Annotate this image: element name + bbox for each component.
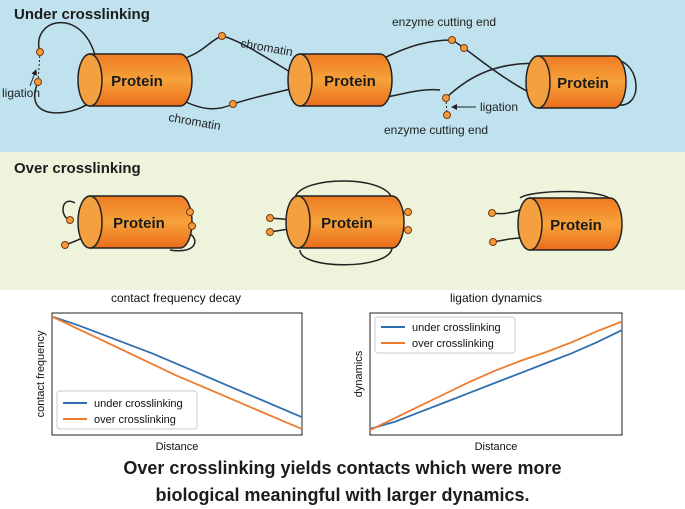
protein-label: Protein <box>550 217 602 234</box>
series-line-under <box>369 329 623 430</box>
protein-cylinder-over-2: Protein <box>285 195 405 249</box>
chromatin-end-beads <box>34 32 468 119</box>
x-axis-label: Distance <box>475 441 518 453</box>
series-line-over <box>51 315 303 430</box>
chromatin-label-bottom: chromatin <box>167 110 221 133</box>
protein-cylinder-2: Protein <box>287 53 393 107</box>
series-line-over <box>369 320 623 431</box>
enzyme-cutting-end-bottom: enzyme cutting end <box>384 123 488 137</box>
contact-frequency-chart: contact frequency decay Distance contact… <box>35 291 303 453</box>
y-axis-label: contact frequency <box>35 330 47 417</box>
ligation-label-right: ligation <box>480 100 518 114</box>
x-axis-label: Distance <box>156 441 199 453</box>
enzyme-cutting-end-top: enzyme cutting end <box>392 15 496 29</box>
legend-over: over crosslinking <box>412 338 494 350</box>
chromatin-label-top: chromatin <box>239 36 293 59</box>
under-crosslinking-heading: Under crosslinking <box>14 6 150 23</box>
protein-label: Protein <box>321 215 373 232</box>
protein-cylinder-over-3: Protein <box>517 197 623 251</box>
protein-label: Protein <box>111 73 163 90</box>
legend: under crosslinking over crosslinking <box>374 316 516 354</box>
caption-line-1: Over crosslinking yields contacts which … <box>123 458 562 478</box>
caption-line-2: biological meaningful with larger dynami… <box>155 485 530 505</box>
legend: under crosslinking over crosslinking <box>56 390 198 430</box>
protein-cylinder-1: Protein <box>77 53 193 107</box>
ligation-label-left: ligation <box>2 86 40 100</box>
chart-title: contact frequency decay <box>111 291 241 305</box>
ligation-dynamics-chart: ligation dynamics Distance dynamics unde… <box>353 291 623 453</box>
caption: Over crosslinking yields contacts which … <box>0 455 685 509</box>
legend-under: under crosslinking <box>412 322 501 334</box>
series-line-under <box>51 315 303 419</box>
y-axis-label: dynamics <box>353 350 365 397</box>
protein-cylinder-over-1: Protein <box>77 195 193 249</box>
protein-label: Protein <box>557 75 609 92</box>
legend-under: under crosslinking <box>94 398 183 410</box>
protein-cylinder-3: Protein <box>525 55 627 109</box>
over-crosslinking-heading: Over crosslinking <box>14 160 141 177</box>
legend-over: over crosslinking <box>94 414 176 426</box>
chart-title: ligation dynamics <box>450 291 542 305</box>
protein-label: Protein <box>324 73 376 90</box>
over-end-beads <box>61 208 497 249</box>
protein-label: Protein <box>113 215 165 232</box>
